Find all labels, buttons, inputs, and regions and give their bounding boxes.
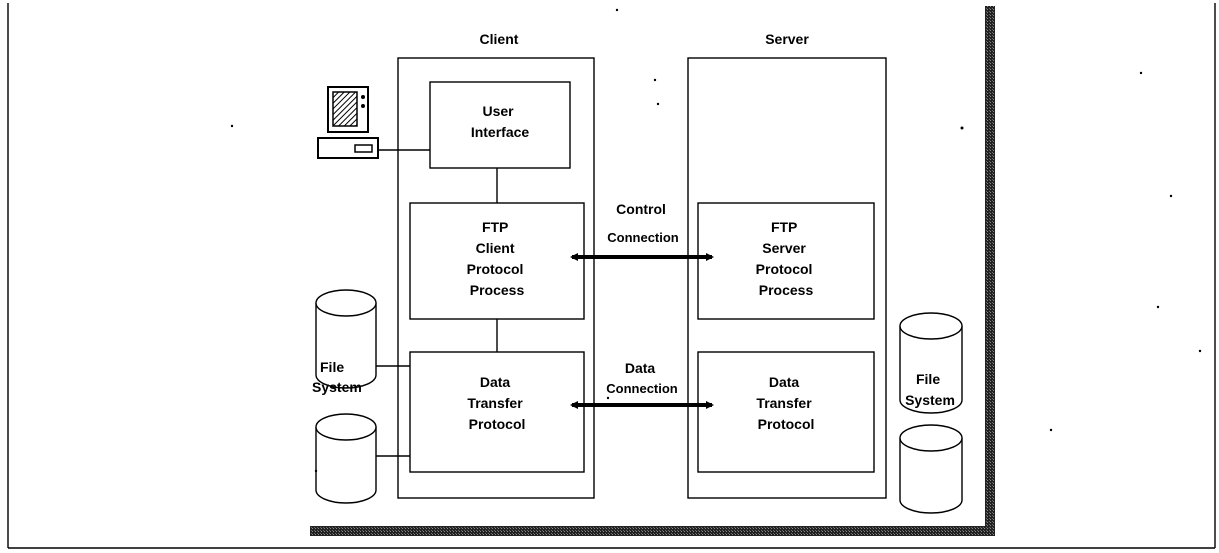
server-protocol-process-box (697, 202, 875, 320)
left-disk-bottom-icon (315, 413, 377, 504)
right-file-system-label: File System (905, 371, 955, 408)
outer-frame (7, 3, 1216, 549)
user-interface-box (429, 81, 571, 169)
data-connection-label: Data Connection (606, 360, 678, 396)
user-interface-label: User Interface (471, 103, 530, 140)
control-connection-label: Control Connection (607, 201, 679, 245)
client-protocol-process-label: FTP Client Protocol Process (467, 219, 528, 298)
left-disk-top-icon (315, 289, 377, 389)
scan-specks (230, 8, 1202, 473)
client-data-transfer-box (409, 351, 585, 473)
left-file-system-label: File System (312, 359, 362, 395)
client-column-title: Client (480, 31, 519, 47)
server-protocol-process-label: FTP Server Protocol Process (756, 219, 817, 298)
server-data-transfer-box (697, 351, 875, 473)
right-disk-bottom-icon (899, 424, 963, 514)
computer-icon (317, 86, 379, 159)
client-data-transfer-label: Data Transfer Protocol (467, 374, 526, 432)
server-data-transfer-label: Data Transfer Protocol (756, 374, 815, 432)
right-disk-top-icon (899, 312, 963, 414)
server-column-title: Server (765, 31, 809, 47)
drop-shadow (310, 6, 995, 536)
